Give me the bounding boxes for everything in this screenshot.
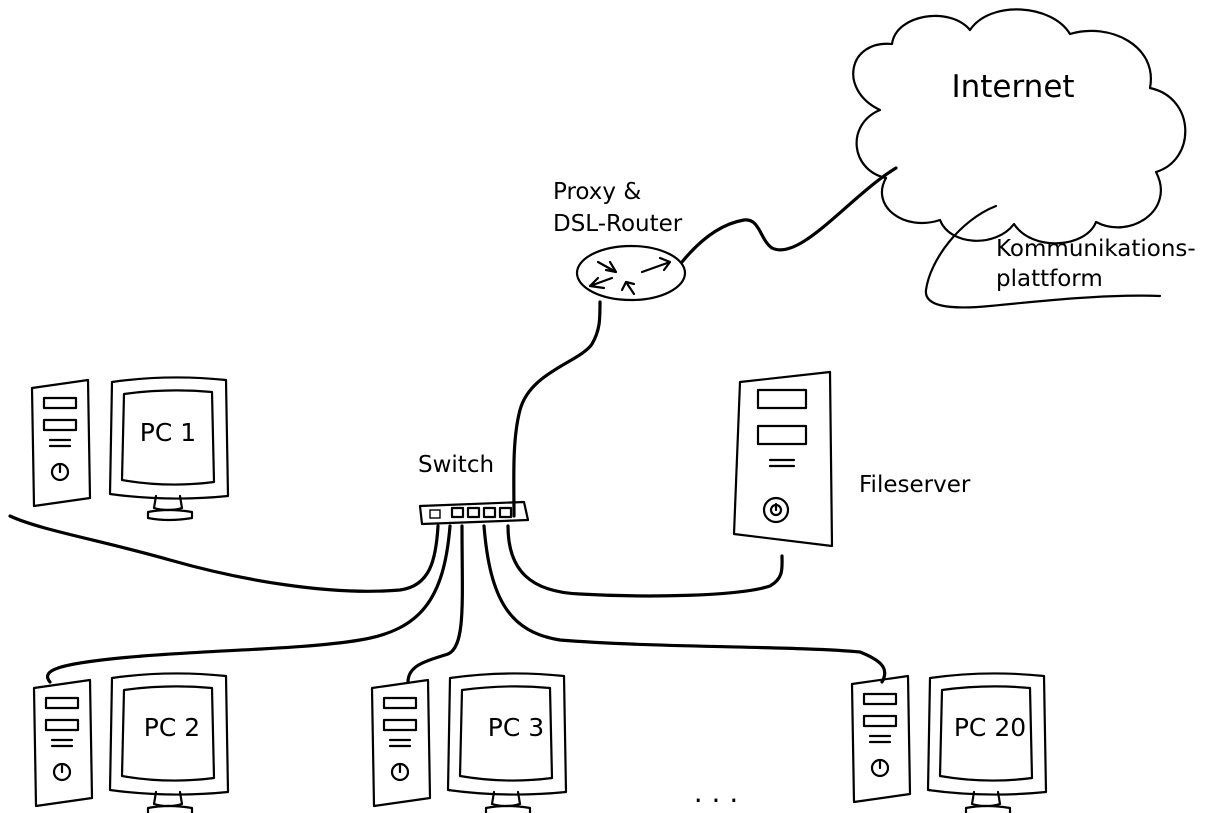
- pc1-label: PC 1: [140, 418, 196, 447]
- router-label-line2: DSL-Router: [553, 211, 683, 237]
- pc2-label: PC 2: [144, 713, 200, 742]
- fileserver-label: Fileserver: [859, 472, 971, 498]
- pc20-label: PC 20: [954, 713, 1026, 742]
- internet-cable: [680, 166, 898, 264]
- pc-tower-icon: [850, 674, 912, 804]
- monitor-icon: [108, 376, 230, 522]
- router-icon: [575, 244, 687, 302]
- platform-label-line1: Kommunikations-: [996, 236, 1196, 262]
- monitor-icon: [446, 672, 568, 813]
- switch-label: Switch: [418, 452, 494, 478]
- pc2-cable: [46, 524, 452, 684]
- cloud-icon: [852, 8, 1187, 245]
- platform-label-line2: plattform: [996, 266, 1103, 292]
- platform-connector: [924, 204, 1162, 309]
- uplink-cable: [512, 300, 602, 518]
- router-label-line1: Proxy &: [553, 179, 641, 205]
- monitor-icon: [108, 672, 230, 813]
- pc-tower-icon: [370, 678, 432, 808]
- pc2-workstation: [32, 672, 230, 813]
- pc-tower-icon: [32, 678, 94, 808]
- server-tower-icon: [732, 370, 834, 548]
- pc-tower-icon: [30, 378, 92, 508]
- pc1-cable: [8, 514, 440, 593]
- pc20-workstation: [850, 672, 1048, 813]
- monitor-icon: [926, 672, 1048, 813]
- internet-label: Internet: [951, 69, 1074, 105]
- pc1-workstation: [30, 376, 230, 522]
- pc3-workstation: [370, 672, 568, 813]
- more-pcs-ellipsis: . . .: [694, 776, 739, 809]
- pc20-cable: [482, 524, 887, 684]
- fileserver-cable: [506, 524, 784, 598]
- pc3-cable: [406, 524, 464, 684]
- network-switch-icon: [418, 500, 530, 526]
- pc3-label: PC 3: [488, 713, 544, 742]
